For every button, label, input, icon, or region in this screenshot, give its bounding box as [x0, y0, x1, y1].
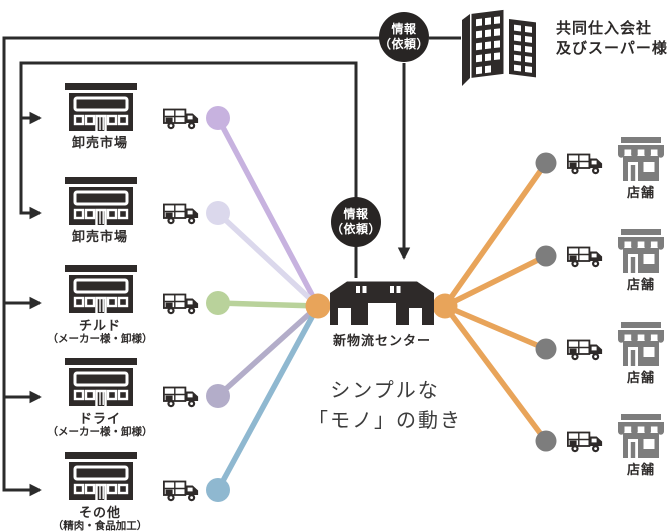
- delivery-dot-store3: [535, 338, 557, 360]
- info-badge-line2: （依頼）: [330, 222, 382, 236]
- label-chilled: チルド: [78, 318, 122, 333]
- supply-line-chilled: [215, 300, 321, 309]
- supplier-company-line2: 及びスーパー様: [556, 40, 668, 58]
- sublabel-dry: （メーカー様・卸様）: [47, 426, 153, 438]
- office-building-icon: [462, 9, 536, 86]
- truck-icon: [567, 246, 603, 269]
- info-badge-line2: （依頼）: [378, 37, 430, 51]
- label-shop-1: 店舗: [626, 185, 656, 200]
- supply-line-other: [215, 303, 321, 493]
- logistics-center-icon: [330, 281, 434, 325]
- tagline-line1: シンプルな: [330, 380, 440, 402]
- truck-icon: [162, 386, 200, 409]
- shop-icon: [618, 322, 664, 366]
- supply-dot-other: [206, 478, 230, 502]
- delivery-dot-store2: [535, 245, 557, 267]
- outbound-hub-dot: [432, 293, 458, 319]
- supply-line-market1: [215, 115, 321, 309]
- supplier-company-label: 共同仕入会社 及びスーパー様: [556, 19, 668, 60]
- chilled-supplier-icon: [63, 263, 139, 315]
- delivery-line-store2: [442, 253, 549, 309]
- inbound-hub-dot: [305, 293, 331, 319]
- info-badge-mid: 情報 （依頼）: [331, 207, 381, 237]
- outer-flow-line: [2, 36, 381, 497]
- supply-dot-chilled: [206, 291, 230, 315]
- label-wholesale-market-1: 卸売市場: [71, 135, 129, 150]
- truck-icon: [162, 293, 200, 316]
- supply-line-market2: [215, 210, 321, 309]
- logistics-center-label: 新物流センター: [332, 333, 432, 348]
- info-badge-line1: 情報: [391, 22, 417, 36]
- right-delivery-spokes: [442, 160, 549, 444]
- wholesale-market-icon: [63, 81, 139, 133]
- label-dry: ドライ: [78, 411, 122, 426]
- info-flow-lines: [2, 36, 461, 497]
- shop-icon: [618, 137, 664, 181]
- supply-dot-market1: [206, 106, 230, 130]
- sublabel-chilled: （メーカー様・卸様）: [47, 333, 153, 345]
- supplier-company-line1: 共同仕入会社: [556, 20, 653, 37]
- info-badge-top-circle: [379, 12, 429, 62]
- truck-icon: [162, 203, 200, 226]
- truck-icon: [162, 480, 200, 503]
- delivery-dot-store1: [535, 152, 557, 174]
- wholesale-market-icon: [63, 175, 139, 227]
- delivery-line-store3: [442, 303, 549, 352]
- truck-icon: [567, 153, 603, 176]
- sublabel-other: （精肉・食品加工）: [52, 520, 148, 531]
- supply-dot-market2: [206, 201, 230, 225]
- info-badge-top: 情報 （依頼）: [379, 22, 429, 52]
- truck-icon: [162, 108, 200, 131]
- label-wholesale-market-2: 卸売市場: [71, 229, 129, 244]
- delivery-dot-store4: [535, 430, 557, 452]
- delivery-line-store1: [442, 160, 549, 309]
- truck-icon: [567, 431, 603, 454]
- shop-icon: [618, 414, 664, 458]
- label-other: その他: [78, 505, 122, 520]
- shop-icon: [618, 229, 664, 273]
- inner-flow-line: [19, 61, 358, 278]
- other-supplier-icon: [63, 450, 139, 502]
- label-shop-3: 店舗: [626, 370, 656, 385]
- label-shop-2: 店舗: [626, 277, 656, 292]
- truck-icon: [567, 339, 603, 362]
- left-supply-spokes: [215, 115, 321, 493]
- label-shop-4: 店舗: [626, 462, 656, 477]
- supply-dot-dry: [206, 384, 230, 408]
- supply-line-dry: [215, 303, 321, 399]
- delivery-line-store4: [442, 303, 549, 444]
- dry-supplier-icon: [63, 356, 139, 408]
- tagline-line2: 「モノ」の動き: [308, 410, 462, 432]
- info-badge-mid-circle: [331, 197, 381, 247]
- info-badge-line1: 情報: [343, 207, 369, 221]
